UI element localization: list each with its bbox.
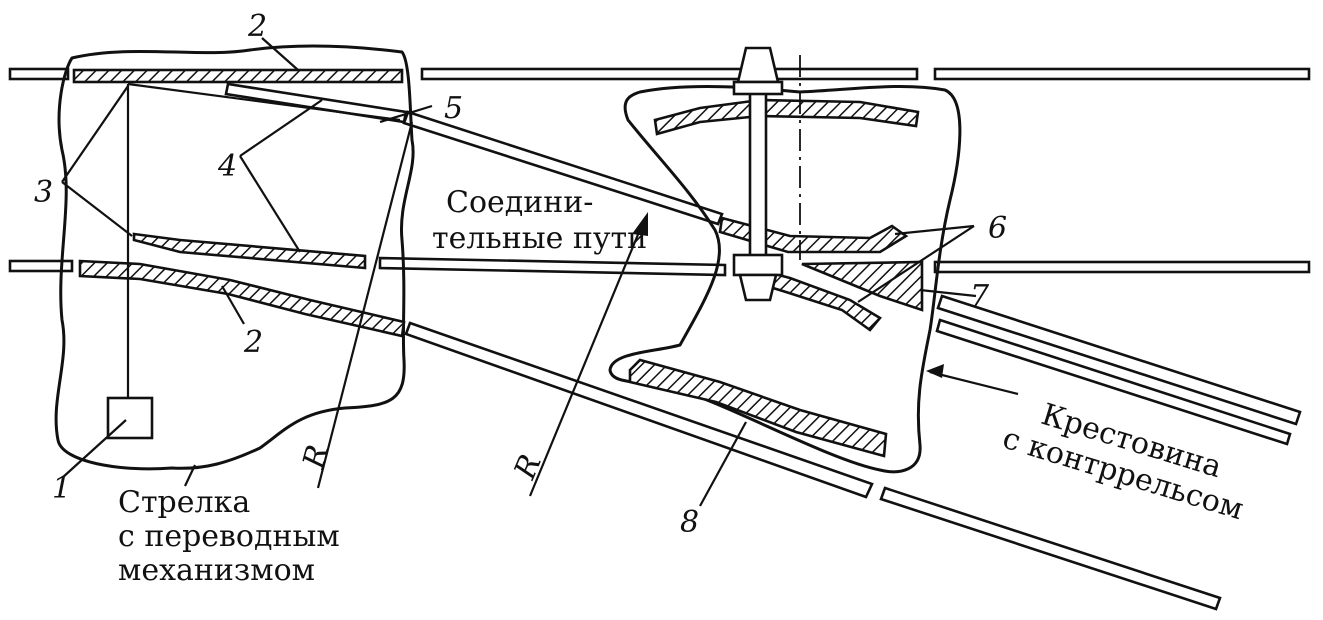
diverging-rails — [224, 82, 1302, 611]
crossing-axle — [732, 46, 801, 302]
guard-rail-top — [653, 98, 920, 136]
caption-connecting-line-1: Соедини- — [446, 185, 593, 220]
caption-switch: Стрелка с переводным механизмом — [118, 485, 340, 588]
switch-blade — [132, 232, 367, 270]
leader-lines — [61, 37, 1019, 507]
label-2-top: 2 — [247, 9, 267, 44]
radius-line-middle — [528, 219, 646, 497]
label-r-left: R — [296, 441, 336, 473]
label-2-bottom: 2 — [243, 325, 263, 360]
label-7: 7 — [970, 279, 990, 314]
caption-switch-line-1: Стрелка — [118, 485, 250, 520]
crossing-region-outline — [608, 85, 962, 474]
middle-straight-rails — [8, 256, 1311, 277]
stock-rail-curved — [78, 259, 406, 338]
label-6: 6 — [988, 211, 1007, 246]
caption-switch-line-3: механизмом — [118, 553, 315, 588]
label-1: 1 — [52, 471, 71, 506]
switch-machine-box — [106, 396, 154, 440]
label-8: 8 — [680, 505, 699, 540]
label-5: 5 — [444, 91, 463, 126]
caption-connecting-line-2: тельные пути — [432, 221, 647, 256]
label-4: 4 — [217, 149, 237, 184]
caption-crossing: Крестовина с контррельсом — [999, 397, 1248, 527]
guard-rail-bottom — [628, 358, 888, 458]
radius-arrow — [632, 212, 648, 236]
switch-hatched-parts — [72, 68, 406, 338]
label-r-middle: R — [507, 450, 548, 485]
top-straight-rails — [8, 67, 1311, 81]
radius-lines — [316, 121, 648, 497]
radius-line-left — [316, 121, 414, 489]
switch-region-outline — [54, 44, 415, 471]
switch-mechanism — [106, 82, 401, 440]
caption-connecting-tracks: Соедини- тельные пути — [432, 185, 647, 256]
wing-rail-upper — [718, 216, 909, 254]
caption-switch-line-2: с переводным — [118, 519, 340, 554]
label-3: 3 — [34, 175, 53, 210]
stock-rail-top — [72, 68, 404, 84]
frog-core — [801, 260, 924, 312]
